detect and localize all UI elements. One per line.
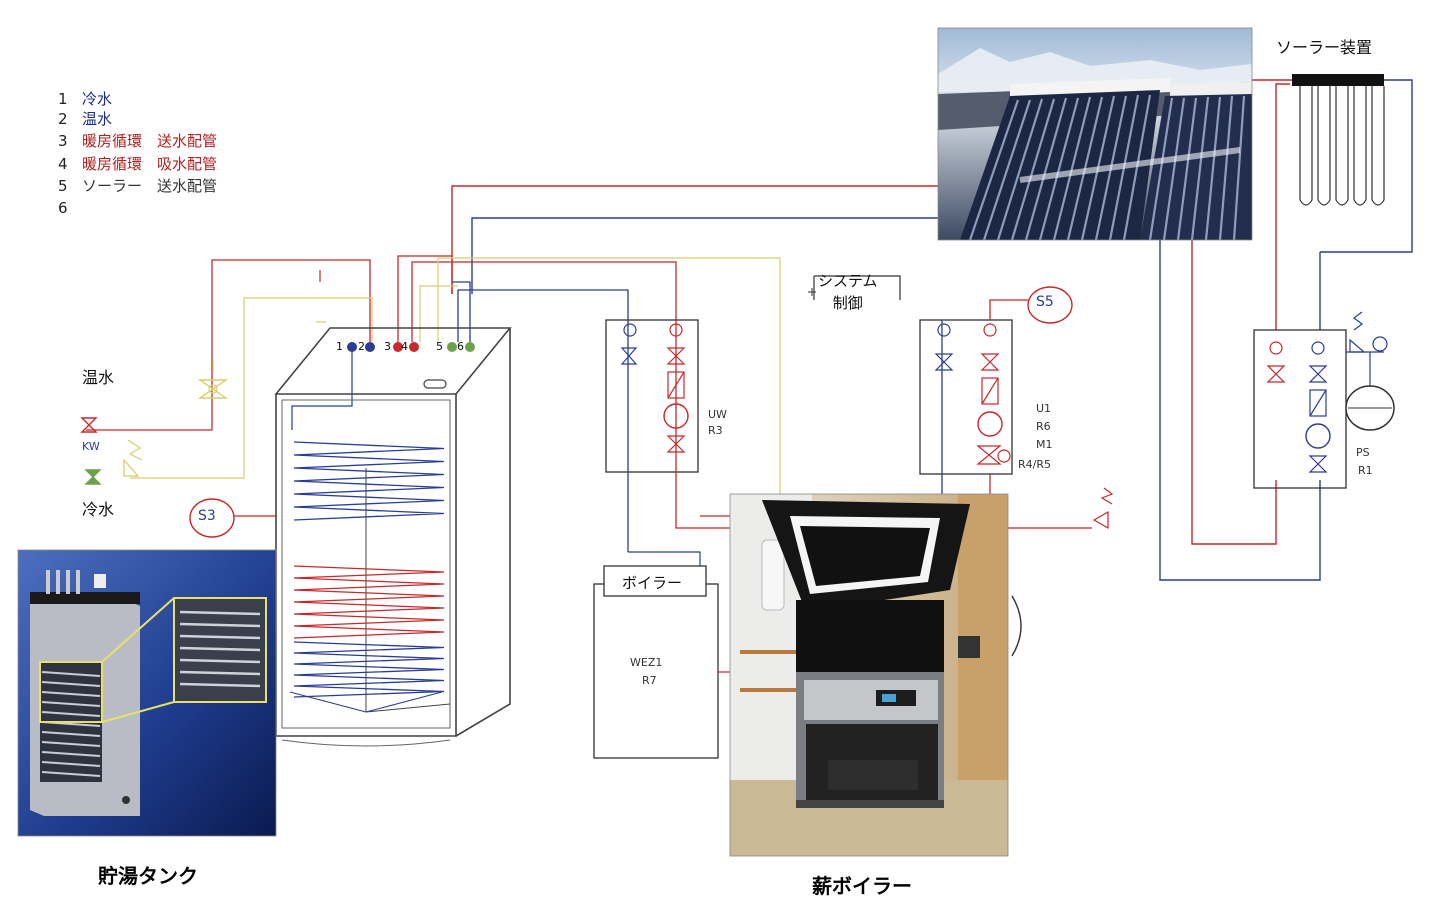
kw-valve xyxy=(80,417,143,485)
tank-top-pipes xyxy=(86,255,781,496)
wood-boiler-caption: 薪ボイラー xyxy=(812,874,912,898)
mixing-valve xyxy=(197,360,229,399)
u1-label: U1 xyxy=(1036,402,1052,415)
coil-path xyxy=(293,441,445,521)
r6-label: R6 xyxy=(1036,420,1051,433)
r3-label: R3 xyxy=(708,424,723,437)
pump-group-ps xyxy=(1253,311,1395,489)
tank-photo xyxy=(17,549,277,837)
tank-ports xyxy=(347,342,475,352)
cold-water-label: 冷水 xyxy=(82,500,115,519)
coil-path xyxy=(293,565,445,639)
legend-item: 6 xyxy=(58,199,68,217)
uw-label: UW xyxy=(708,408,727,421)
tank-caption: 貯湯タンク xyxy=(98,864,198,888)
boiler-box xyxy=(593,551,734,759)
tank-port-6-label: 6 xyxy=(457,340,464,353)
system-control xyxy=(808,275,901,300)
sensor-s5-label: S5 xyxy=(1036,294,1054,310)
m1-label: M1 xyxy=(1036,438,1053,451)
system-control-label: システム 制御 xyxy=(818,272,878,312)
solar-collector-schematic xyxy=(1292,74,1385,206)
solar-device-label: ソーラー装置 xyxy=(1276,38,1373,57)
storage-tank xyxy=(274,327,512,747)
tank-port-1-label: 1 xyxy=(336,340,343,353)
tank-coils-blue-bottom xyxy=(293,641,445,698)
wood-boiler-photo xyxy=(729,493,1022,857)
tank-port-2-label: 2 xyxy=(358,340,365,353)
kw-label: KW xyxy=(82,440,100,453)
solar-panel-photo xyxy=(937,27,1253,241)
tank-coils-blue-top xyxy=(293,441,445,521)
r1-label: R1 xyxy=(1358,464,1373,477)
sensor-s3-label: S3 xyxy=(198,508,216,524)
tank-port-4-label: 4 xyxy=(401,340,408,353)
pump-group-uw xyxy=(605,319,756,552)
tank-port-3-label: 3 xyxy=(384,340,391,353)
boiler-box-label: ボイラー xyxy=(622,574,683,592)
wez-label: WEZ1 xyxy=(630,656,663,669)
tank-port-5-label: 5 xyxy=(436,340,443,353)
coil-path xyxy=(293,641,445,698)
ps-label: PS xyxy=(1356,446,1370,459)
pump-group-u1 xyxy=(919,286,1114,530)
sensor-s3 xyxy=(189,498,276,538)
r4r5-label: R4/R5 xyxy=(1018,458,1051,471)
tank-coils-red xyxy=(293,565,445,639)
r7-label: R7 xyxy=(642,674,657,687)
hot-water-label: 温水 xyxy=(82,368,115,387)
